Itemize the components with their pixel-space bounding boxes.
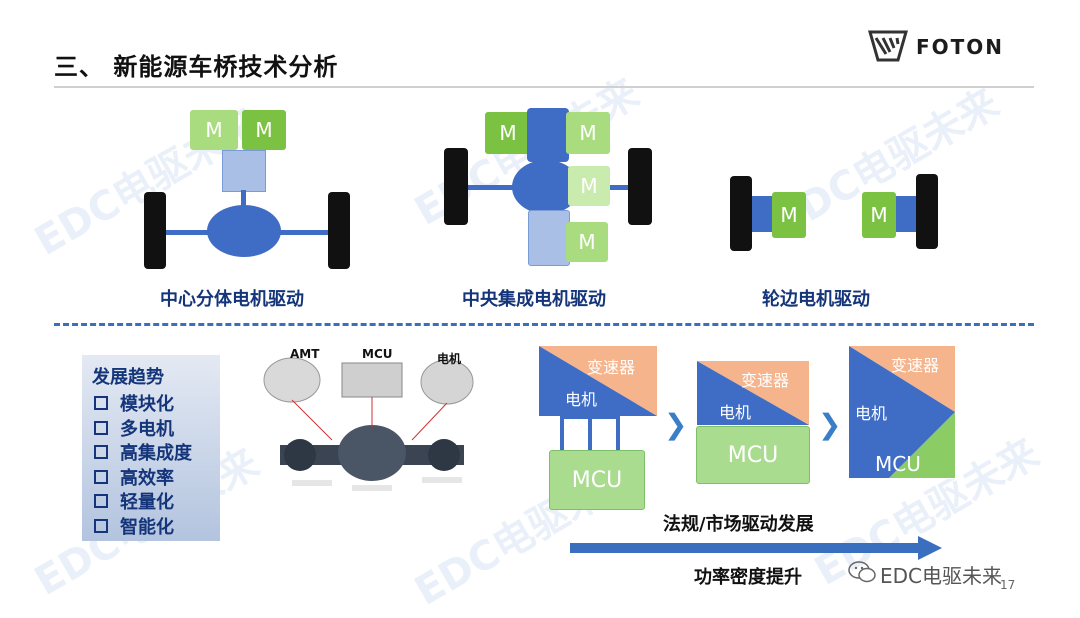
trend-item-label: 模块化: [120, 394, 174, 416]
integrated-block: 变速器 电机 MCU: [848, 345, 956, 479]
photo-label-motor: 电机: [437, 352, 462, 366]
motor-label: 电机: [719, 403, 752, 422]
connector-line: [616, 415, 620, 451]
gearbox-box: [752, 196, 772, 232]
checkbox-icon: [94, 469, 108, 484]
gearbox-box: [896, 196, 916, 232]
trends-panel: 发展趋势 模块化 多电机 高集成度 高效率 轻量化 智能化: [82, 355, 220, 541]
trend-item: 模块化: [94, 391, 220, 416]
trend-item-label: 多电机: [120, 418, 174, 440]
wheel: [144, 192, 166, 269]
mcu-block: MCU: [696, 426, 810, 484]
trend-item-label: 高效率: [120, 467, 174, 489]
connector-line: [560, 415, 620, 419]
checkbox-icon: [94, 420, 108, 435]
axle-photo: AMT MCU 电机: [262, 345, 482, 510]
caption-central-split: 中心分体电机驱动: [160, 289, 304, 310]
gearbox-box: [222, 150, 266, 192]
wheel: [628, 148, 652, 225]
gearbox-box: [528, 210, 570, 266]
connector-line: [560, 415, 564, 451]
connector-line: [588, 415, 592, 451]
differential: [207, 205, 281, 257]
chevron-right-icon: ❯: [664, 408, 688, 441]
caption-wheel-end: 轮边电机驱动: [762, 289, 870, 310]
mcu-block: MCU: [549, 450, 645, 510]
trend-item: 轻量化: [94, 489, 220, 514]
motor-box: M: [568, 166, 610, 206]
motor-gearbox-block: 变速器 电机: [696, 360, 810, 426]
motor-box: M: [190, 110, 238, 150]
page-title: 三、 新能源车桥技术分析: [54, 53, 339, 81]
gearbox-box: [527, 108, 569, 162]
gearbox-label: 变速器: [891, 356, 940, 375]
trend-item-label: 高集成度: [120, 443, 192, 465]
checkbox-icon: [94, 494, 108, 509]
wheel: [444, 148, 468, 225]
motor-gearbox-block: 变速器 电机: [538, 345, 658, 417]
trend-item: 高集成度: [94, 440, 220, 465]
trend-item-label: 轻量化: [120, 492, 174, 514]
checkbox-icon: [94, 445, 108, 460]
wheel: [328, 192, 350, 269]
caption-central-integrated: 中央集成电机驱动: [462, 289, 606, 310]
motor-label: 电机: [565, 390, 598, 409]
header-divider: [54, 86, 1034, 88]
drive-shaft: [241, 190, 246, 210]
chevron-right-icon: ❯: [818, 408, 842, 441]
motor-box: M: [242, 110, 286, 150]
trend-item: 多电机: [94, 416, 220, 441]
checkbox-icon: [94, 396, 108, 411]
brand-name: FOTON: [916, 35, 1005, 59]
mcu-label: MCU: [875, 452, 921, 476]
gearbox-label: 变速器: [741, 371, 790, 390]
motor-box: M: [566, 112, 610, 154]
section-divider: [54, 323, 1034, 326]
motor-box: M: [485, 112, 531, 154]
density-text: 功率密度提升: [694, 567, 802, 588]
photo-label-mcu: MCU: [362, 347, 393, 361]
motor-label: 电机: [855, 404, 888, 423]
gearbox-label: 变速器: [587, 358, 636, 377]
motor-box: M: [566, 222, 608, 262]
wechat-icon: [848, 560, 876, 584]
trend-item: 智能化: [94, 514, 220, 539]
regulation-text: 法规/市场驱动发展: [663, 514, 814, 535]
trend-item-label: 智能化: [120, 516, 174, 538]
page-number: 17: [1000, 578, 1016, 592]
motor-box: M: [772, 192, 806, 238]
density-arrow: [570, 536, 942, 560]
foton-logo-icon: [866, 26, 910, 66]
wheel: [730, 176, 752, 251]
footer-watermark: EDC电驱未来: [880, 564, 1003, 588]
photo-label-amt: AMT: [290, 347, 320, 361]
checkbox-icon: [94, 518, 108, 533]
trend-item: 高效率: [94, 465, 220, 490]
motor-box: M: [862, 192, 896, 238]
trends-title: 发展趋势: [92, 367, 164, 388]
wheel: [916, 174, 938, 249]
